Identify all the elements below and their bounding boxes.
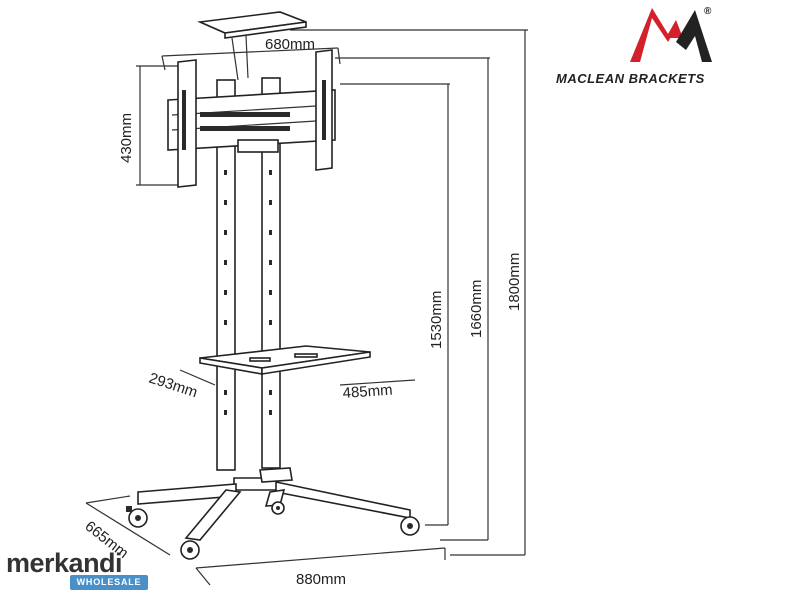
maclean-logo-dark-mark <box>676 10 712 62</box>
watermark-badge: WHOLESALE <box>70 575 148 590</box>
dimension-lines <box>85 29 528 586</box>
base-width-label: 880mm <box>296 571 346 588</box>
height-1530-label: 1530mm <box>428 291 445 349</box>
maclean-logo-red-mark <box>630 8 683 62</box>
watermark-name: merkandi <box>6 548 123 578</box>
brand-name: MACLEAN BRACKETS <box>556 71 705 86</box>
caster-wheels <box>126 501 420 560</box>
registered-mark: ® <box>704 6 712 17</box>
bracket-height-label: 430mm <box>118 113 135 163</box>
tv-stand-illustration <box>126 11 420 560</box>
height-1800-label: 1800mm <box>506 253 523 311</box>
height-1660-label: 1660mm <box>468 280 485 338</box>
merkandi-watermark: merkandi WHOLESALE <box>6 548 156 594</box>
shelf-width-label: 485mm <box>342 382 393 402</box>
maclean-logo: ® MACLEAN BRACKETS <box>556 6 712 86</box>
bracket-width-label: 680mm <box>265 36 315 53</box>
